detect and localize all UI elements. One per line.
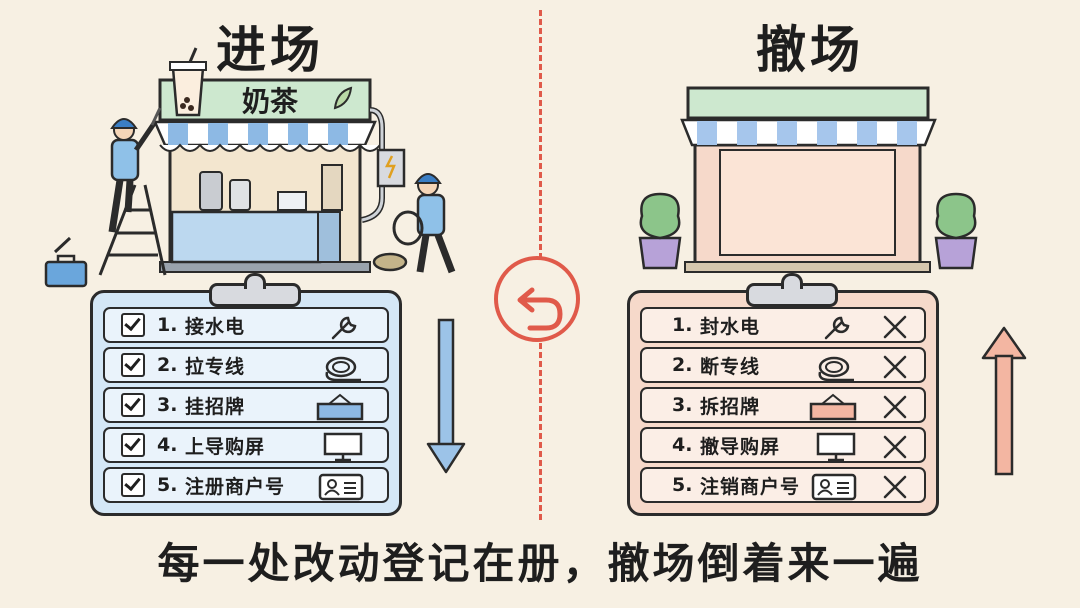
step-label: 封水电 [700, 315, 761, 338]
enter-title: 进场 [216, 21, 324, 79]
exit-step-3: 3. 拆招牌 [640, 387, 926, 423]
enter-step-5: 5. 注册商户号 [103, 467, 389, 503]
checkbox-checked-icon [121, 353, 145, 377]
enter-step-2: 2. 拉专线 [103, 347, 389, 383]
checkbox-checked-icon [121, 393, 145, 417]
enter-step-3: 3. 挂招牌 [103, 387, 389, 423]
step-number: 3. [157, 394, 178, 416]
down-arrow-icon [426, 318, 466, 474]
wrench-icon [331, 316, 357, 340]
cable-icon [818, 356, 854, 382]
id-card-icon [811, 473, 857, 501]
id-card-icon [318, 473, 364, 501]
monitor-icon [816, 432, 856, 462]
shop-sign-text: 奶茶 [242, 85, 299, 118]
enter-step-4: 4. 上导购屏 [103, 427, 389, 463]
potted-plant-left [638, 192, 682, 270]
step-number: 1. [157, 314, 178, 336]
exit-checklist-board: 1. 封水电 2. 断专线 3. 拆招牌 4. 撤导购屏 5. 注销商户号 [627, 273, 939, 516]
exit-step-5: 5. 注销商户号 [640, 467, 926, 503]
milk-tea-kiosk: 奶茶 [153, 47, 406, 273]
monitor-icon [323, 432, 363, 462]
undo-circle [494, 256, 580, 342]
step-number: 4. [157, 434, 178, 456]
cross-icon [883, 435, 907, 459]
potted-plant-right [934, 192, 978, 270]
signboard-icon [316, 393, 364, 421]
enter-step-1: 1. 接水电 [103, 307, 389, 343]
checkbox-checked-icon [121, 313, 145, 337]
empty-kiosk [680, 86, 937, 273]
step-label: 撤导购屏 [700, 435, 781, 458]
step-label: 注销商户号 [700, 475, 801, 498]
cable-icon [325, 356, 361, 382]
up-arrow-icon [981, 326, 1027, 476]
wrench-icon [824, 316, 850, 340]
cross-icon [883, 475, 907, 499]
step-number: 2. [157, 354, 178, 376]
step-label: 拉专线 [185, 355, 246, 378]
step-label: 拆招牌 [700, 395, 761, 418]
cross-icon [883, 395, 907, 419]
checkbox-checked-icon [121, 433, 145, 457]
exit-step-4: 4. 撤导购屏 [640, 427, 926, 463]
step-label: 注册商户号 [185, 475, 286, 498]
exit-step-2: 2. 断专线 [640, 347, 926, 383]
step-number: 1. [672, 314, 693, 336]
step-number: 4. [672, 434, 693, 456]
signboard-icon [809, 393, 857, 421]
exit-title: 撤场 [756, 21, 864, 79]
exit-step-1: 1. 封水电 [640, 307, 926, 343]
step-number: 5. [157, 474, 178, 496]
toolbox-icon [44, 236, 88, 288]
step-number: 2. [672, 354, 693, 376]
ladder-worker [98, 107, 167, 276]
enter-checklist-board: 1. 接水电 2. 拉专线 3. 挂招牌 4. 上导购屏 5. 注册商户号 [90, 273, 402, 516]
cross-icon [883, 315, 907, 339]
footer-caption: 每一处改动登记在册，撤场倒着来一遍 [157, 539, 923, 588]
cable-worker [372, 173, 456, 274]
step-label: 断专线 [700, 355, 761, 378]
cross-icon [883, 355, 907, 379]
step-label: 接水电 [185, 315, 246, 338]
step-number: 3. [672, 394, 693, 416]
step-number: 5. [672, 474, 693, 496]
clipboard-clip [209, 273, 301, 307]
clipboard-clip [746, 273, 838, 307]
step-label: 上导购屏 [185, 435, 266, 458]
step-label: 挂招牌 [185, 395, 246, 418]
checkbox-checked-icon [121, 473, 145, 497]
